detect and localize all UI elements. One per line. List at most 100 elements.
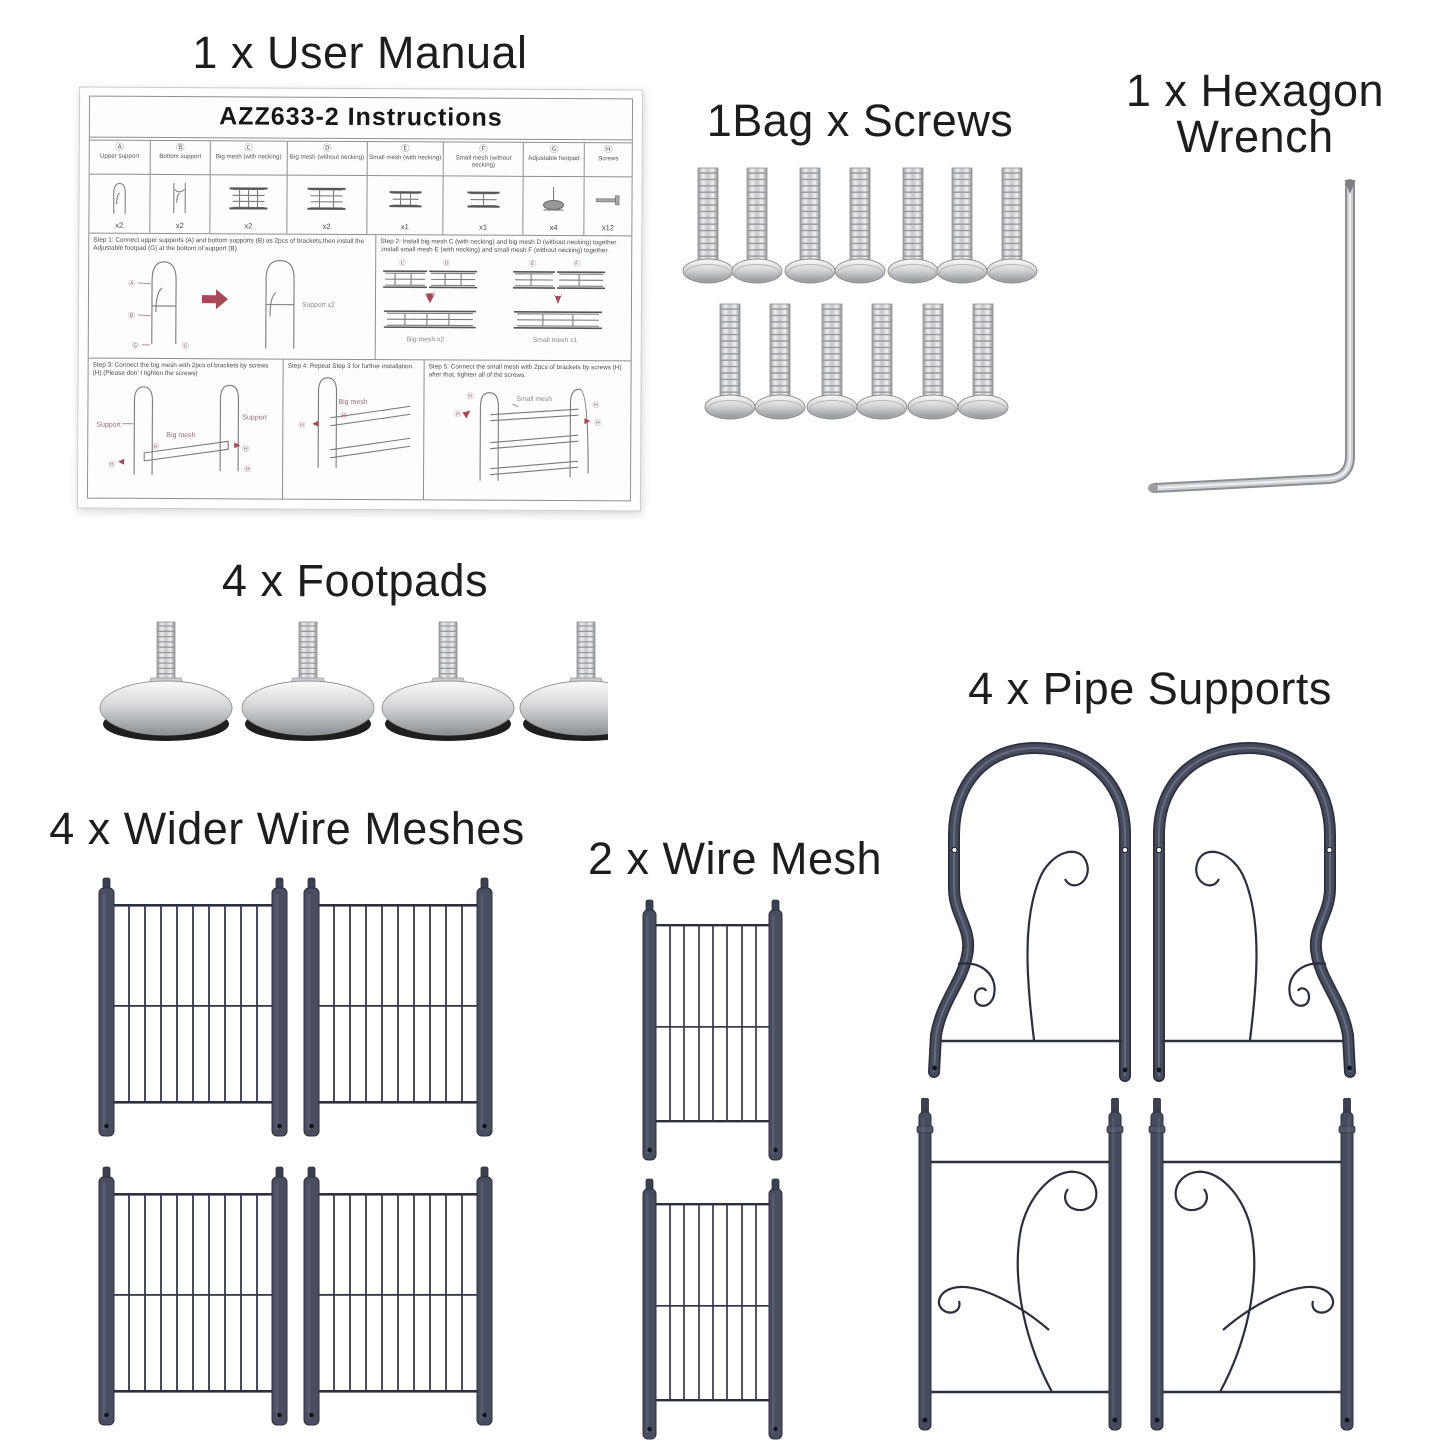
small-mesh-icon (384, 176, 426, 222)
upper-support-icon (100, 175, 138, 221)
manual-step-5: Step 5: Connect the small mesh with 2pcs… (424, 360, 631, 500)
part-name: Adjustable footpad (528, 154, 580, 162)
pipe-supports-upper-group (920, 736, 1366, 1098)
big-mesh-icon (304, 176, 350, 222)
svg-text:Ⓒ: Ⓒ (399, 259, 406, 267)
part-qty: x1 (479, 222, 488, 232)
adjustable-footpad-icon (537, 177, 571, 223)
svg-text:Small mesh: Small mesh (516, 396, 552, 403)
manual-steps-row-2: Step 3: Connect the big mesh with 2pcs o… (87, 358, 631, 501)
part-name: Big mesh (with necking) (215, 152, 282, 161)
label-wire-mesh: 2 x Wire Mesh (587, 833, 883, 884)
part-badge: Ⓒ (244, 142, 254, 153)
step3-diagram: Support Support Big mesh Ⓗ Ⓗ Ⓗ Ⓗ (96, 384, 267, 475)
part-badge: Ⓕ (479, 143, 488, 154)
manual-step-2: Step 2: Install big mesh C (with necking… (376, 235, 631, 360)
svg-text:Ⓗ: Ⓗ (152, 443, 159, 451)
svg-text:Support: Support (96, 422, 121, 429)
part-name: Small mesh (with necking) (369, 153, 442, 161)
svg-text:Ⓗ: Ⓗ (242, 445, 249, 453)
part-qty: x12 (601, 223, 614, 233)
small-mesh-icon (462, 177, 504, 223)
part-badge: Ⓖ (549, 143, 559, 155)
svg-text:Ⓗ: Ⓗ (592, 401, 599, 409)
step-text: Repeat Step 3 for further installation. (309, 362, 414, 371)
wider-wire-meshes-group (98, 877, 493, 1426)
part-qty: x2 (244, 221, 253, 231)
part-badge: Ⓔ (400, 143, 410, 154)
step-label: Step 1: (93, 236, 114, 244)
part-badge: Ⓐ (115, 141, 124, 152)
manual-step-1: Step 1: Connect upper supports (A) and b… (88, 233, 377, 360)
screw-side-icon (591, 177, 625, 223)
svg-text:Ⓗ: Ⓗ (108, 461, 115, 469)
svg-text:Small mesh x1: Small mesh x1 (532, 337, 577, 344)
part-name: Bottom support (159, 152, 202, 160)
step4-diagram: Big mesh Ⓗ Ⓗ (298, 377, 411, 468)
part-qty: x2 (175, 221, 184, 231)
svg-text:Ⓗ: Ⓗ (466, 393, 473, 401)
part-qty: x1 (400, 222, 409, 232)
label-footpads: 4 x Footpads (221, 555, 489, 606)
label-hexagon-wrench-line1: 1 x Hexagon (1125, 65, 1385, 116)
part-qty: x4 (549, 222, 558, 233)
svg-text:Support x2: Support x2 (302, 302, 335, 309)
manual-title: AZZ633-2 Instructions (89, 96, 633, 144)
svg-text:Ⓓ: Ⓓ (443, 259, 450, 267)
step-text: Connect upper supports (A) and bottom su… (93, 236, 365, 253)
svg-text:Ⓗ: Ⓗ (244, 465, 251, 473)
svg-text:Ⓖ: Ⓖ (132, 342, 139, 350)
svg-text:Ⓗ: Ⓗ (454, 410, 461, 418)
label-wider-wire-meshes: 4 x Wider Wire Meshes (49, 803, 525, 854)
label-hexagon-wrench-line2: Wrench (1176, 110, 1334, 162)
wrench-tip (1344, 180, 1356, 194)
label-screws: 1Bag x Screws (706, 95, 1014, 146)
manual-step-3: Step 3: Connect the big mesh with 2pcs o… (87, 358, 284, 499)
label-user-manual: 1 x User Manual (192, 27, 528, 78)
part-qty: x2 (322, 221, 331, 231)
part-badge: Ⓑ (175, 142, 185, 153)
hexagon-wrench (1148, 179, 1356, 493)
manual-steps-row-1: Step 1: Connect upper supports (A) and b… (88, 233, 632, 362)
svg-text:Big mesh x2: Big mesh x2 (406, 336, 444, 343)
svg-text:Ⓑ: Ⓑ (128, 312, 135, 320)
svg-text:Ⓗ: Ⓗ (340, 412, 347, 420)
pipe-supports-lower-group (915, 1098, 1357, 1432)
svg-text:Big mesh: Big mesh (339, 399, 368, 406)
svg-text:Ⓕ: Ⓕ (573, 260, 580, 268)
part-badge: Ⓓ (322, 142, 332, 153)
step-text: Install big mesh C (with necking) and bi… (380, 238, 617, 255)
step1-diagram: Ⓐ Ⓑ Ⓖ Ⓖ Support x2 (128, 260, 335, 350)
big-mesh-icon (225, 175, 271, 221)
svg-text:Ⓗ: Ⓗ (594, 419, 601, 427)
step-label: Step 5: (428, 363, 449, 371)
step5-diagram: Small mesh Ⓗ Ⓗ Ⓗ Ⓗ (454, 388, 601, 481)
step-label: Step 2: (380, 238, 401, 246)
part-badge: Ⓗ (604, 144, 613, 155)
part-name: Upper support (99, 152, 140, 160)
manual-step-4: Step 4: Repeat Step 3 for further instal… (283, 359, 425, 500)
part-name: Small mesh (without necking) (455, 153, 512, 169)
svg-text:Ⓗ: Ⓗ (298, 422, 305, 430)
part-name: Big mesh (without necking) (289, 153, 365, 161)
svg-text:Ⓔ: Ⓔ (529, 260, 536, 268)
step-label: Step 4: (287, 362, 309, 370)
svg-text:Ⓖ: Ⓖ (182, 342, 189, 350)
step2-diagram: Ⓒ Ⓓ Big mesh x2 Ⓔ Ⓕ Small mesh x1 (382, 259, 605, 344)
label-hexagon-wrench: 1 x Hexagon Wrench (1095, 68, 1415, 160)
step-label: Step 3: (92, 361, 113, 369)
screws-group (682, 167, 1038, 420)
svg-text:Support: Support (242, 414, 267, 421)
part-name: Screws (598, 154, 619, 162)
label-pipe-supports: 4 x Pipe Supports (968, 663, 1332, 714)
wire-mesh-group (642, 899, 783, 1440)
